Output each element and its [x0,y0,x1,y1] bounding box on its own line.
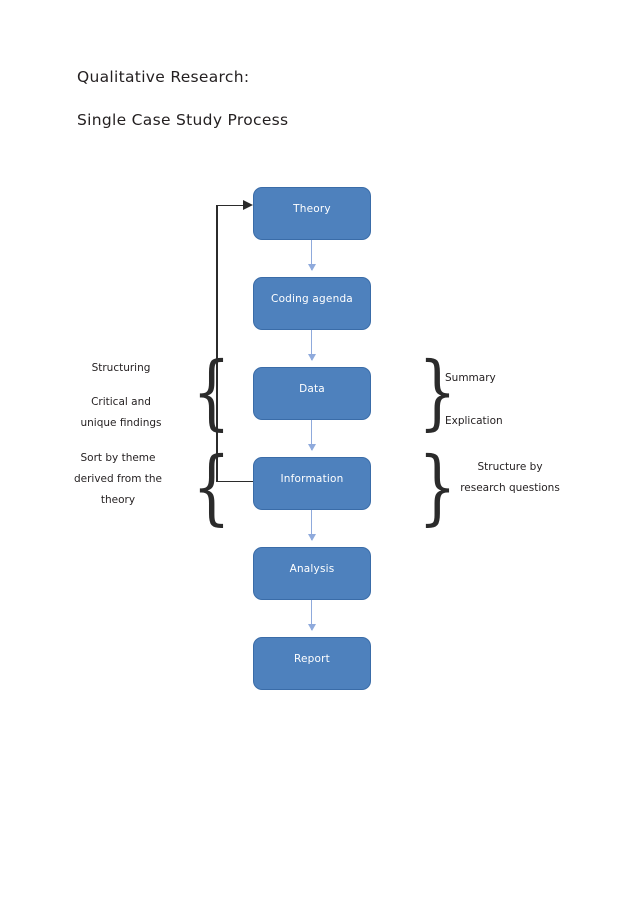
brace-left-lower-icon: { [192,439,231,534]
title-line-1: Qualitative Research: [77,68,250,86]
connector-data-to-information [307,420,316,451]
feedback-loop-arrowhead-icon [243,199,253,210]
flow-node-report-label: Report [293,653,330,665]
annotation-critical-unique-findings: Critical and unique findings [80,396,162,429]
flow-node-theory[interactable]: Theory [253,187,371,240]
flow-node-report[interactable]: Report [253,637,371,690]
title-line-2: Single Case Study Process [77,110,289,129]
connector-theory-to-coding-agenda [307,240,316,271]
brace-left-upper-icon: { [192,344,231,439]
flow-node-coding-agenda[interactable]: Coding agenda [253,277,371,330]
connector-analysis-to-report [307,600,316,631]
feedback-loop-bottom-segment [216,480,254,482]
brace-right-lower-icon: } [418,439,457,534]
annotation-summary: Summary [445,372,496,384]
flow-node-data[interactable]: Data [253,367,371,420]
flow-node-analysis-label: Analysis [289,563,335,575]
annotation-structuring: Structuring [91,362,151,374]
flow-node-analysis[interactable]: Analysis [253,547,371,600]
feedback-loop-top-segment [216,204,244,206]
annotation-structure-by-research-questions: Structure by research questions [460,461,560,494]
feedback-loop-vertical-segment [216,205,218,482]
annotation-sort-by-theme: Sort by theme derived from the theory [73,452,163,506]
page-title: Qualitative Research: Single Case Study … [77,68,497,129]
flow-node-information-label: Information [280,473,344,485]
brace-right-upper-icon: } [418,344,457,439]
connector-information-to-analysis [307,510,316,541]
annotation-explication: Explication [445,415,503,427]
flow-node-data-label: Data [299,383,325,395]
flow-node-theory-label: Theory [293,203,331,215]
connector-coding-agenda-to-data [307,330,316,361]
flow-node-coding-agenda-label: Coding agenda [271,293,353,305]
flow-node-information[interactable]: Information [253,457,371,510]
